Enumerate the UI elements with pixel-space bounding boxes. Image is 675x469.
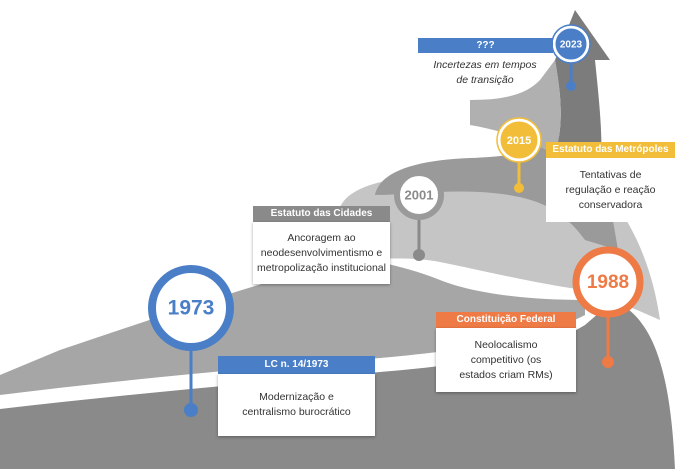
header-estatuto-metropoles: Estatuto das Metrópoles [546,142,675,158]
card-2001: Ancoragem ao neodesenvolvimentismo e met… [253,222,390,284]
text-2023-line-1: Incertezas em tempos [433,59,537,71]
card-2015: Tentativas de regulação e reação conserv… [546,158,675,222]
pin-2023-dot [566,81,576,91]
card-2001-line-1: Ancoragem ao [287,231,356,244]
pin-1988-dot [602,356,614,368]
year-1988: 1988 [587,272,629,293]
card-2015-line-3: conservadora [578,198,643,211]
pin-1988-ring [572,246,644,318]
header-constituicao: Constituição Federal [436,312,576,328]
card-2001-line-3: metropolização institucional [257,261,386,274]
card-1988-line-3: estados criam RMs) [459,368,553,381]
card-1988-line-1: Neolocalismo [474,338,538,351]
pin-2023-ring [552,25,590,63]
year-2023: 2023 [560,40,583,51]
year-2015: 2015 [507,135,531,147]
road-upper-band [0,258,585,395]
card-1973-line-2: centralismo burocrático [242,406,351,418]
card-2015-line-2: regulação e reação [565,183,656,196]
header-lc-1973: LC n. 14/1973 [218,356,375,374]
pin-2001-dot [413,249,425,261]
card-1973: Modernização e centralismo burocrático [218,374,375,436]
pin-1973-ring [148,265,234,351]
pin-2015-outer [496,117,542,163]
card-1988-line-2: competitivo (os [470,353,542,366]
card-2001-line-2: neodesenvolvimentismo e [260,246,383,259]
card-2015-line-1: Tentativas de [579,168,642,181]
pin-2015-ring [497,118,541,162]
header-estatuto-cidades: Estatuto das Cidades [253,206,390,222]
year-1973: 1973 [168,297,215,320]
text-2023-line-2: de transição [456,74,514,86]
card-1973-line-1: Modernização e [259,391,334,403]
year-2001: 2001 [405,187,434,202]
header-2023-question: ??? [418,38,553,53]
pin-2001-ring [394,170,444,220]
text-2023: Incertezas em tempos de transição [410,58,560,88]
pin-1973-dot [184,403,198,417]
pin-2015-dot [514,183,524,193]
card-1988: Neolocalismo competitivo (os estados cri… [436,328,576,392]
